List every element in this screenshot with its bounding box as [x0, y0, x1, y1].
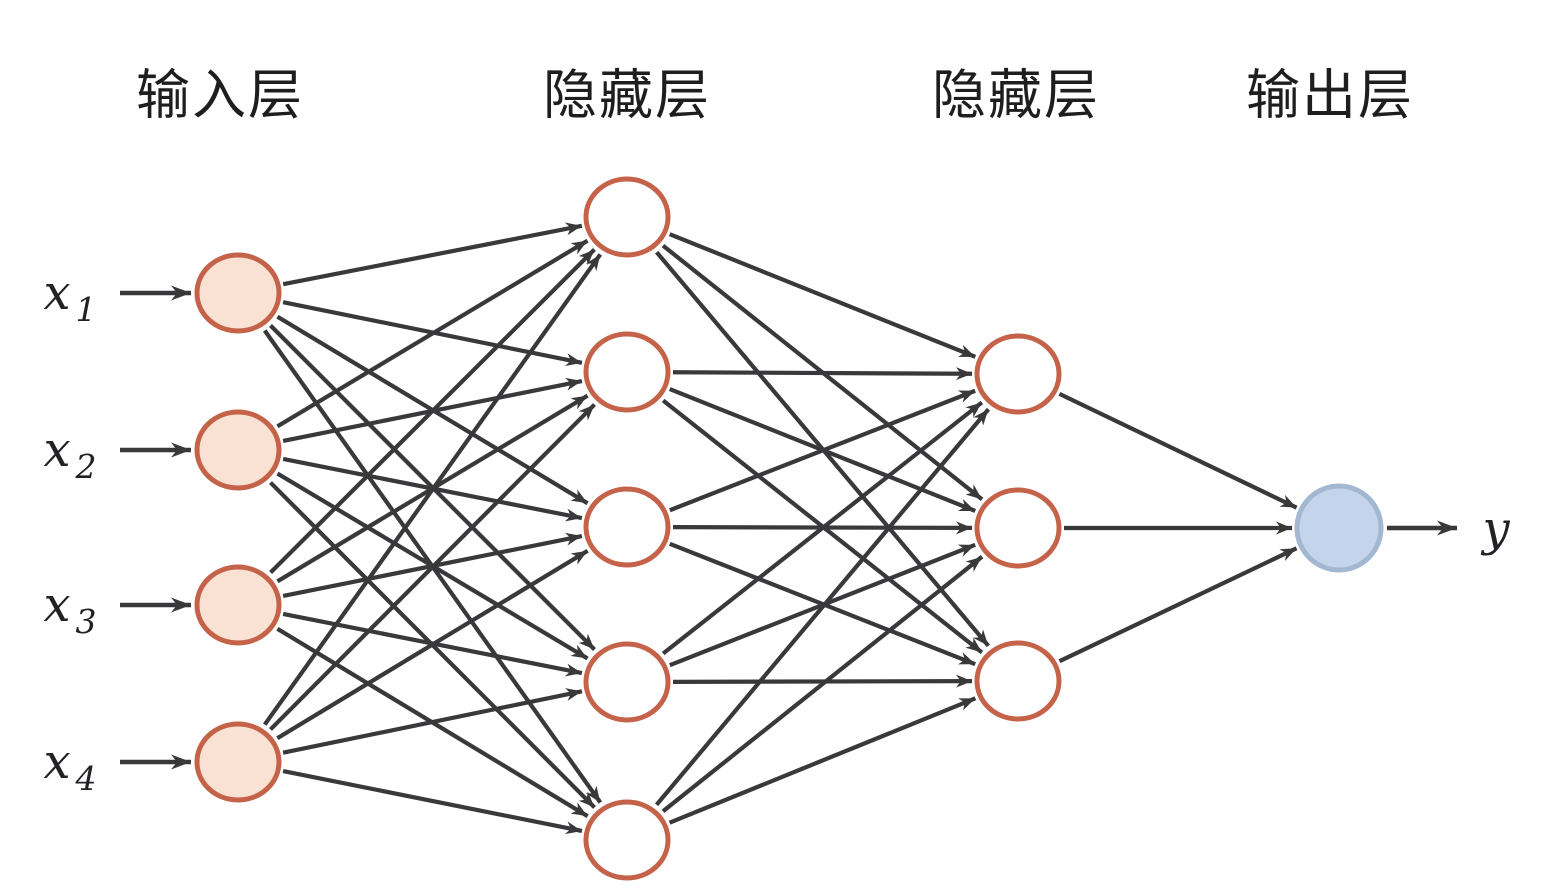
hidden-layer-1-node: [583, 176, 671, 258]
hidden-layer-1-node: [583, 331, 671, 413]
connection-edge: [668, 696, 977, 825]
connection-edge: [276, 238, 589, 429]
layer-label-input: 输入层: [136, 63, 304, 127]
input-layer-node: [194, 409, 282, 491]
connection-edge: [661, 555, 984, 813]
connection-edge: [1058, 392, 1298, 510]
input-label-x1-base: x: [43, 265, 71, 321]
connection-edge: [268, 403, 597, 731]
connection-edge: [282, 222, 583, 287]
connection-edge: [263, 253, 602, 726]
hidden-layer-1-node: [583, 486, 671, 568]
hidden-layer-2-node: [974, 487, 1062, 569]
connection-edge: [672, 367, 973, 381]
layer-label-output: 输出层: [1246, 63, 1414, 127]
input-layer-node: [194, 564, 282, 646]
connection-edge: [1058, 546, 1298, 664]
input-label-x3-sub: 3: [75, 602, 97, 641]
connection-edge: [661, 400, 984, 656]
hidden-layer-2-node: [974, 333, 1062, 415]
hidden-layer-2-node: [974, 640, 1062, 722]
hidden-layer-1-node: [583, 799, 671, 881]
connection-edge: [654, 407, 991, 807]
hidden-layer-1-node: [583, 641, 671, 723]
layer-label-hidden-1: 隐藏层: [543, 63, 711, 127]
output-layer-node: [1294, 483, 1384, 573]
input-label-x1-sub: 1: [75, 290, 97, 329]
input-label-x2-base: x: [43, 422, 71, 478]
connection-edge: [282, 768, 583, 835]
connection-edge: [668, 232, 977, 359]
input-layer-node: [194, 252, 282, 334]
input-label-x4-base: x: [43, 734, 71, 790]
output-label-y: y: [1482, 505, 1509, 553]
connection-edge: [269, 247, 596, 575]
input-label-x4-sub: 4: [75, 759, 97, 798]
input-layer-node: [194, 721, 282, 803]
layer-label-hidden-2: 隐藏层: [932, 63, 1100, 127]
input-label-x3-base: x: [43, 577, 71, 633]
input-label-x2-sub: 2: [75, 447, 97, 486]
connection-edge: [669, 388, 976, 513]
connection-edge: [276, 548, 589, 741]
output-label-y-text: y: [1482, 501, 1510, 557]
connection-edge: [282, 688, 583, 755]
